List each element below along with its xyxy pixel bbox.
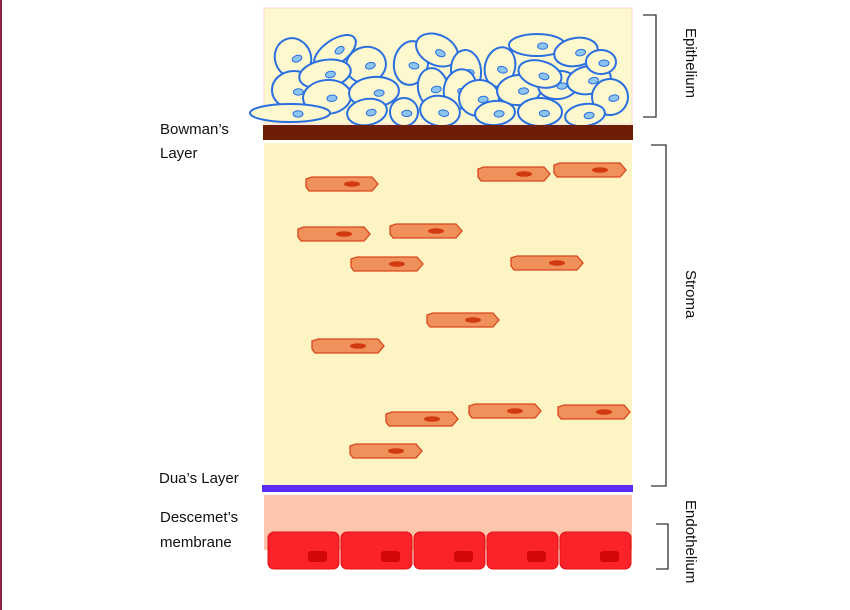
keratocyte (557, 404, 631, 420)
descemet-label-1: Descemet’s (160, 509, 238, 526)
bowman-label-2: Layer (160, 145, 198, 162)
keratocyte-nucleus (465, 317, 481, 323)
epithelial-nucleus (401, 109, 413, 118)
descemet-label-2: membrane (160, 534, 232, 551)
endothelial-nucleus (454, 551, 473, 562)
dua-label: Dua’s Layer (159, 470, 239, 487)
epithelial-cell (415, 32, 459, 68)
endothelial-cells (267, 531, 632, 570)
epithelial-nucleus (608, 94, 620, 102)
epithelial-nucleus (430, 85, 442, 94)
epithelial-nucleus (493, 110, 505, 118)
epithelial-nucleus (575, 48, 587, 57)
endothelial-nucleus (600, 551, 619, 562)
endothelial-nucleus (381, 551, 400, 562)
epithelial-nucleus (291, 54, 303, 63)
duas-layer (262, 485, 633, 492)
keratocyte (297, 226, 371, 242)
keratocyte (468, 403, 542, 419)
epithelial-cell (419, 94, 461, 128)
keratocytes (297, 162, 631, 459)
epithelial-nucleus (588, 76, 600, 85)
keratocyte-nucleus (388, 448, 404, 454)
endothelial-nucleus (308, 551, 327, 562)
keratocyte-nucleus (344, 181, 360, 187)
keratocyte-nucleus (336, 231, 352, 237)
epithelial-nucleus (538, 72, 550, 81)
stroma-bracket (651, 144, 667, 487)
epithelial-nucleus (364, 61, 376, 70)
epithelial-cell (474, 99, 516, 127)
epithelial-cell (517, 59, 563, 89)
bowman-label-1: Bowman’s (160, 121, 229, 138)
endothelial-cell (559, 531, 632, 570)
endothelium-bracket (656, 523, 669, 570)
keratocyte-nucleus (596, 409, 612, 415)
endothelial-cell (340, 531, 413, 570)
endothelial-cell (267, 531, 340, 570)
epithelial-nucleus (292, 110, 304, 118)
stroma-label: Stroma (682, 270, 699, 319)
epithelial-nucleus (537, 42, 549, 50)
keratocyte-nucleus (592, 167, 608, 173)
epithelial-cell (273, 37, 313, 79)
keratocyte-nucleus (389, 261, 405, 267)
epithelial-nucleus (373, 89, 385, 97)
keratocyte (510, 255, 584, 271)
epithelial-cells (249, 32, 629, 128)
epithelial-cell (346, 97, 388, 127)
epithelium-label: Epithelium (682, 28, 699, 98)
endothelial-cell (413, 531, 486, 570)
epithelial-cell (517, 97, 563, 127)
keratocyte-nucleus (350, 343, 366, 349)
epithelial-nucleus (538, 109, 550, 118)
endothelium-label: Endothelium (682, 500, 699, 583)
keratocyte (305, 176, 379, 192)
epithelial-nucleus (365, 108, 377, 117)
keratocyte (477, 166, 551, 182)
keratocyte (426, 312, 500, 328)
epithelial-cell (389, 97, 419, 127)
epithelial-nucleus (326, 94, 338, 102)
bowmans-layer (263, 125, 633, 140)
keratocyte-nucleus (424, 416, 440, 422)
epithelial-nucleus (496, 65, 508, 74)
epithelium-bracket (643, 14, 657, 118)
keratocyte-nucleus (428, 228, 444, 234)
epithelial-cell (249, 103, 331, 123)
endothelial-nucleus (527, 551, 546, 562)
epithelial-nucleus (477, 95, 489, 104)
keratocyte-nucleus (516, 171, 532, 177)
keratocyte (553, 162, 627, 178)
epithelial-nucleus (435, 49, 446, 58)
epithelial-nucleus (334, 45, 345, 55)
endothelial-cell (486, 531, 559, 570)
keratocyte-nucleus (549, 260, 565, 266)
epithelial-nucleus (583, 111, 595, 120)
epithelial-nucleus (324, 70, 336, 79)
epithelial-nucleus (408, 61, 420, 70)
keratocyte (311, 338, 385, 354)
epithelial-nucleus (438, 109, 450, 117)
keratocyte (385, 411, 459, 427)
epithelial-cell (585, 49, 617, 75)
keratocyte-nucleus (507, 408, 523, 414)
epithelial-nucleus (292, 88, 304, 96)
keratocyte (350, 256, 424, 272)
epithelial-nucleus (518, 87, 530, 95)
keratocyte (389, 223, 463, 239)
epithelial-nucleus (598, 59, 610, 67)
keratocyte (349, 443, 423, 459)
frame-edge (0, 0, 2, 610)
